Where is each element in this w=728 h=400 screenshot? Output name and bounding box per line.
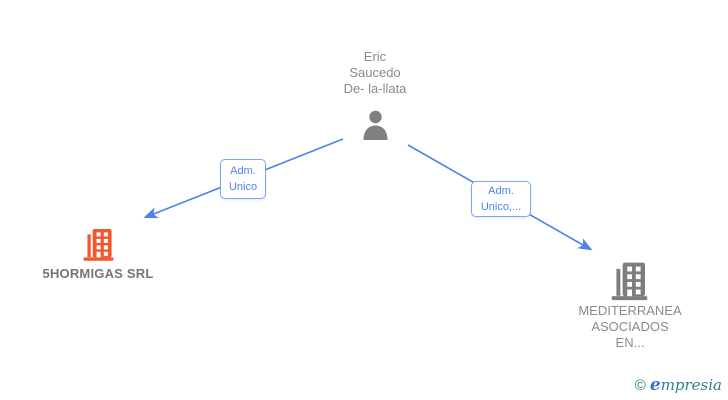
edge-label-line: Adm. [488,185,514,197]
edge-label-line: Unico,... [480,201,522,213]
company-name-line: ASOCIADOS [591,319,669,334]
edge-label-adm-unico[interactable]: Adm. Unico [220,159,266,199]
brand-initial: e [649,375,661,395]
person-name-line: De- la-llata [343,81,407,96]
company-node-mediterranea[interactable]: MEDITERRANEA ASOCIADOS EN... [552,303,708,351]
company-name-line: MEDITERRANEA [578,303,682,318]
person-name-line: Saucedo [349,65,401,80]
empresia-watermark: ©empresia [635,375,722,395]
person-node-name[interactable]: Eric Saucedo De- la-llata [295,49,455,97]
edge-label-line: Adm. [230,165,256,177]
copyright-icon: © [634,377,646,394]
person-icon[interactable] [361,110,390,140]
edge-label-line: Unico [228,181,258,193]
building-icon[interactable] [83,228,114,262]
person-name-line: Eric [363,49,387,64]
building-icon[interactable] [611,262,648,301]
brand-name: mpresia [660,376,722,394]
edge-label-adm-unico-etc[interactable]: Adm. Unico,... [471,181,531,217]
company-node-5hormigas[interactable]: 5HORMIGAS SRL [42,266,154,281]
company-name-line: EN... [615,335,645,350]
